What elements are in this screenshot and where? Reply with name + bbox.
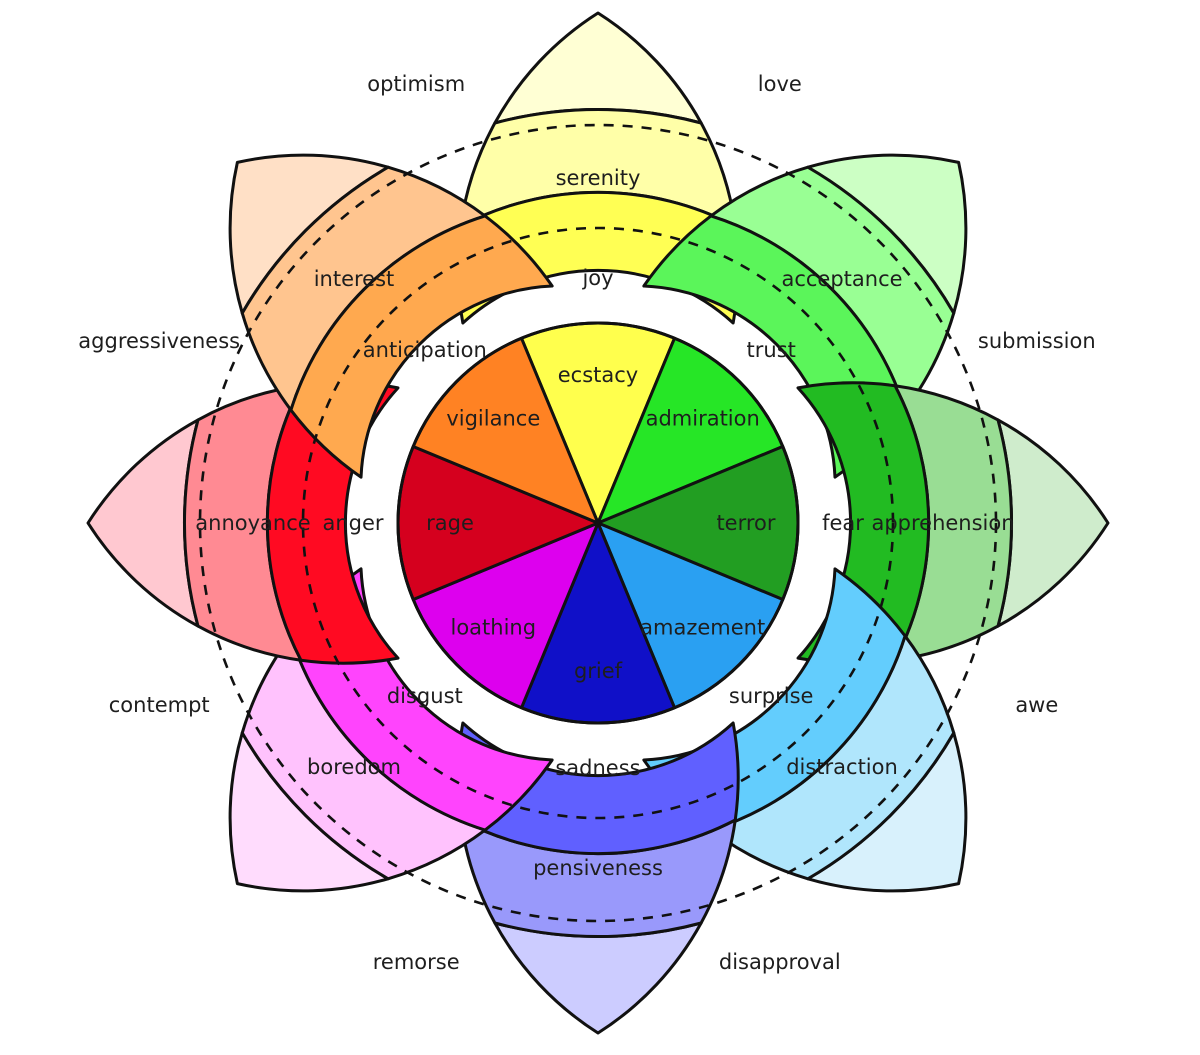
- dyad-label-disapproval: disapproval: [719, 950, 841, 974]
- label-sadness-inner: sadness: [555, 756, 640, 780]
- label-trust-core: admiration: [646, 406, 760, 430]
- label-trust-middle: acceptance: [781, 267, 902, 291]
- petal-anticipation-basic-band: [289, 214, 554, 479]
- label-anger-inner: anger: [322, 511, 383, 535]
- dyad-label-love: love: [758, 72, 802, 96]
- label-joy-middle: serenity: [556, 166, 641, 190]
- petal-sadness: [456, 721, 740, 1035]
- label-trust-inner: trust: [747, 338, 796, 362]
- label-disgust-inner: disgust: [387, 684, 463, 708]
- label-anticipation-middle: interest: [314, 267, 395, 291]
- label-fear-middle: apprehension: [871, 511, 1014, 535]
- label-joy-core: ecstacy: [558, 363, 638, 387]
- dyad-label-remorse: remorse: [373, 950, 460, 974]
- label-surprise-inner: surprise: [729, 684, 814, 708]
- dyad-label-awe: awe: [1015, 693, 1058, 717]
- dyad-label-submission: submission: [978, 329, 1096, 353]
- label-anticipation-inner: anticipation: [363, 338, 487, 362]
- petal-anger-tip: [86, 418, 200, 628]
- label-anticipation-core: vigilance: [446, 406, 540, 430]
- label-fear-inner: fear: [822, 511, 864, 535]
- label-surprise-middle: distraction: [786, 755, 898, 779]
- petals-layer: [86, 11, 1110, 1035]
- label-disgust-core: loathing: [451, 616, 537, 640]
- petal-sadness-tip: [493, 921, 703, 1035]
- outer-dashed-ring: [198, 123, 998, 923]
- label-joy-inner: joy: [581, 266, 613, 290]
- petal-anticipation: [228, 153, 554, 479]
- petal-anger: [86, 381, 400, 665]
- petal-joy-tip: [493, 11, 703, 125]
- petal-joy: [456, 11, 740, 325]
- dyad-label-aggressiveness: aggressiveness: [78, 329, 240, 353]
- label-anger-core: rage: [426, 511, 474, 535]
- labels-layer: serenity joy ecstacy acceptance trust admirat…: [78, 72, 1095, 974]
- inner-dashed-ring: [301, 226, 895, 820]
- dyad-label-contempt: contempt: [109, 693, 210, 717]
- label-disgust-middle: boredom: [307, 755, 401, 779]
- label-surprise-core: amazement: [640, 616, 765, 640]
- petal-fear: [796, 381, 1110, 665]
- label-fear-core: terror: [716, 511, 775, 535]
- label-sadness-middle: pensiveness: [533, 856, 663, 880]
- core-ring: [396, 321, 800, 725]
- dyad-label-optimism: optimism: [367, 72, 465, 96]
- label-sadness-core: grief: [574, 659, 623, 683]
- label-anger-middle: annoyance: [195, 511, 310, 535]
